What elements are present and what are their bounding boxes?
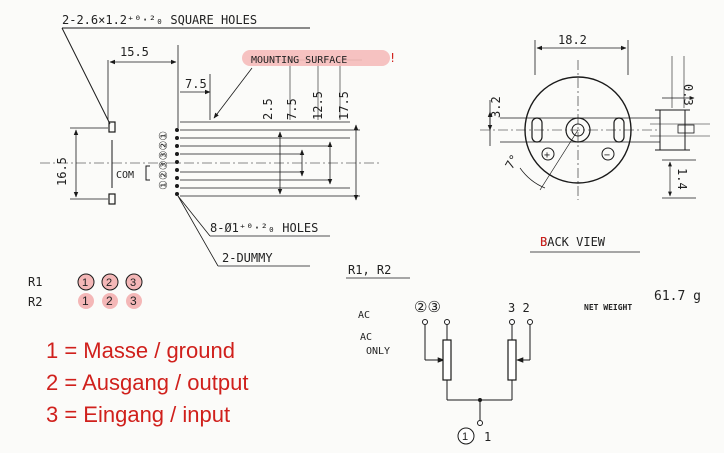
schematic-left-pins: ②③ xyxy=(414,298,441,316)
dim-16-5: 16.5 xyxy=(55,157,69,186)
back-view-b: B xyxy=(540,235,547,249)
holes-note: 8-Ø1⁺⁰·²₀ HOLES xyxy=(210,221,318,235)
dim-3-2: 3.2 xyxy=(489,96,503,118)
legend-ground: 1 = Masse / ground xyxy=(46,338,235,363)
ac-label: AC xyxy=(358,310,370,321)
legend-output: 2 = Ausgang / output xyxy=(46,370,248,395)
square-holes-note: 2-2.6×1.2⁺⁰·²₀ SQUARE HOLES xyxy=(62,13,257,27)
ground-pin-number: 1 xyxy=(484,430,491,444)
mounting-surface-label: MOUNTING SURFACE xyxy=(251,55,347,66)
schematic-right-pins: 3 2 xyxy=(508,301,530,315)
dim-7-5: 7.5 xyxy=(185,77,207,91)
square-hole-top xyxy=(108,121,116,133)
legend-input: 3 = Eingang / input xyxy=(46,402,230,427)
dim-0-3: 0.3 xyxy=(681,84,695,106)
ac-only-line-2: ONLY xyxy=(366,346,390,357)
left-potentiometer xyxy=(442,339,452,381)
pin-order: ①②③③②① xyxy=(158,131,170,190)
right-potentiometer xyxy=(507,339,517,381)
dim-7-5-vertical: 7.5 xyxy=(285,98,299,120)
r2-pin-1: 1 xyxy=(82,294,89,308)
dim-18-2: 18.2 xyxy=(558,33,587,47)
note-leader xyxy=(61,27,111,125)
r2-label: R2 xyxy=(28,295,42,309)
schematic: AC AC ONLY ②③ 3 2 1 1 xyxy=(358,298,533,445)
back-view: 18.2 + − 3.2 7° 0.3 1.4 xyxy=(480,33,710,253)
ac-only-line-1: AC xyxy=(360,332,372,343)
mounting-surface-highlight xyxy=(242,50,390,66)
dummy-note: 2-DUMMY xyxy=(222,251,273,265)
r1-r2-label: R1, R2 xyxy=(348,263,391,277)
net-weight-value: 61.7 g xyxy=(654,289,701,304)
r1-pin-3: 3 xyxy=(130,277,136,289)
r2-pin-3: 3 xyxy=(130,294,137,308)
back-view-label: BACK VIEW xyxy=(540,235,606,249)
ground-pin-circle: 1 xyxy=(462,431,468,443)
pin-function-legend: 1 = Masse / ground 2 = Ausgang / output … xyxy=(46,338,248,427)
plus-terminal: + xyxy=(544,150,550,161)
side-view: 15.5 7.5 16.5 COM ①②③③②① xyxy=(40,45,396,267)
com-label: COM xyxy=(116,170,134,181)
pin-legend-r1-r2: R1 R2 1 2 3 1 2 3 xyxy=(28,273,143,309)
r1-label: R1 xyxy=(28,275,42,289)
r1-pin-2: 2 xyxy=(106,277,112,289)
pin-dots xyxy=(175,128,179,196)
dim-1-4: 1.4 xyxy=(675,168,689,190)
dim-15-5: 15.5 xyxy=(120,45,149,59)
square-hole-bottom xyxy=(108,193,116,205)
angle-7-deg: 7° xyxy=(502,152,521,172)
r1-pin-1: 1 xyxy=(82,277,88,289)
net-weight-label: NET WEIGHT xyxy=(584,303,632,312)
minus-terminal: − xyxy=(604,150,610,161)
dim-17-5: 17.5 xyxy=(337,91,351,120)
exclamation-mark: ! xyxy=(389,51,396,65)
r2-pin-2: 2 xyxy=(106,294,113,308)
dim-2-5: 2.5 xyxy=(261,98,275,120)
